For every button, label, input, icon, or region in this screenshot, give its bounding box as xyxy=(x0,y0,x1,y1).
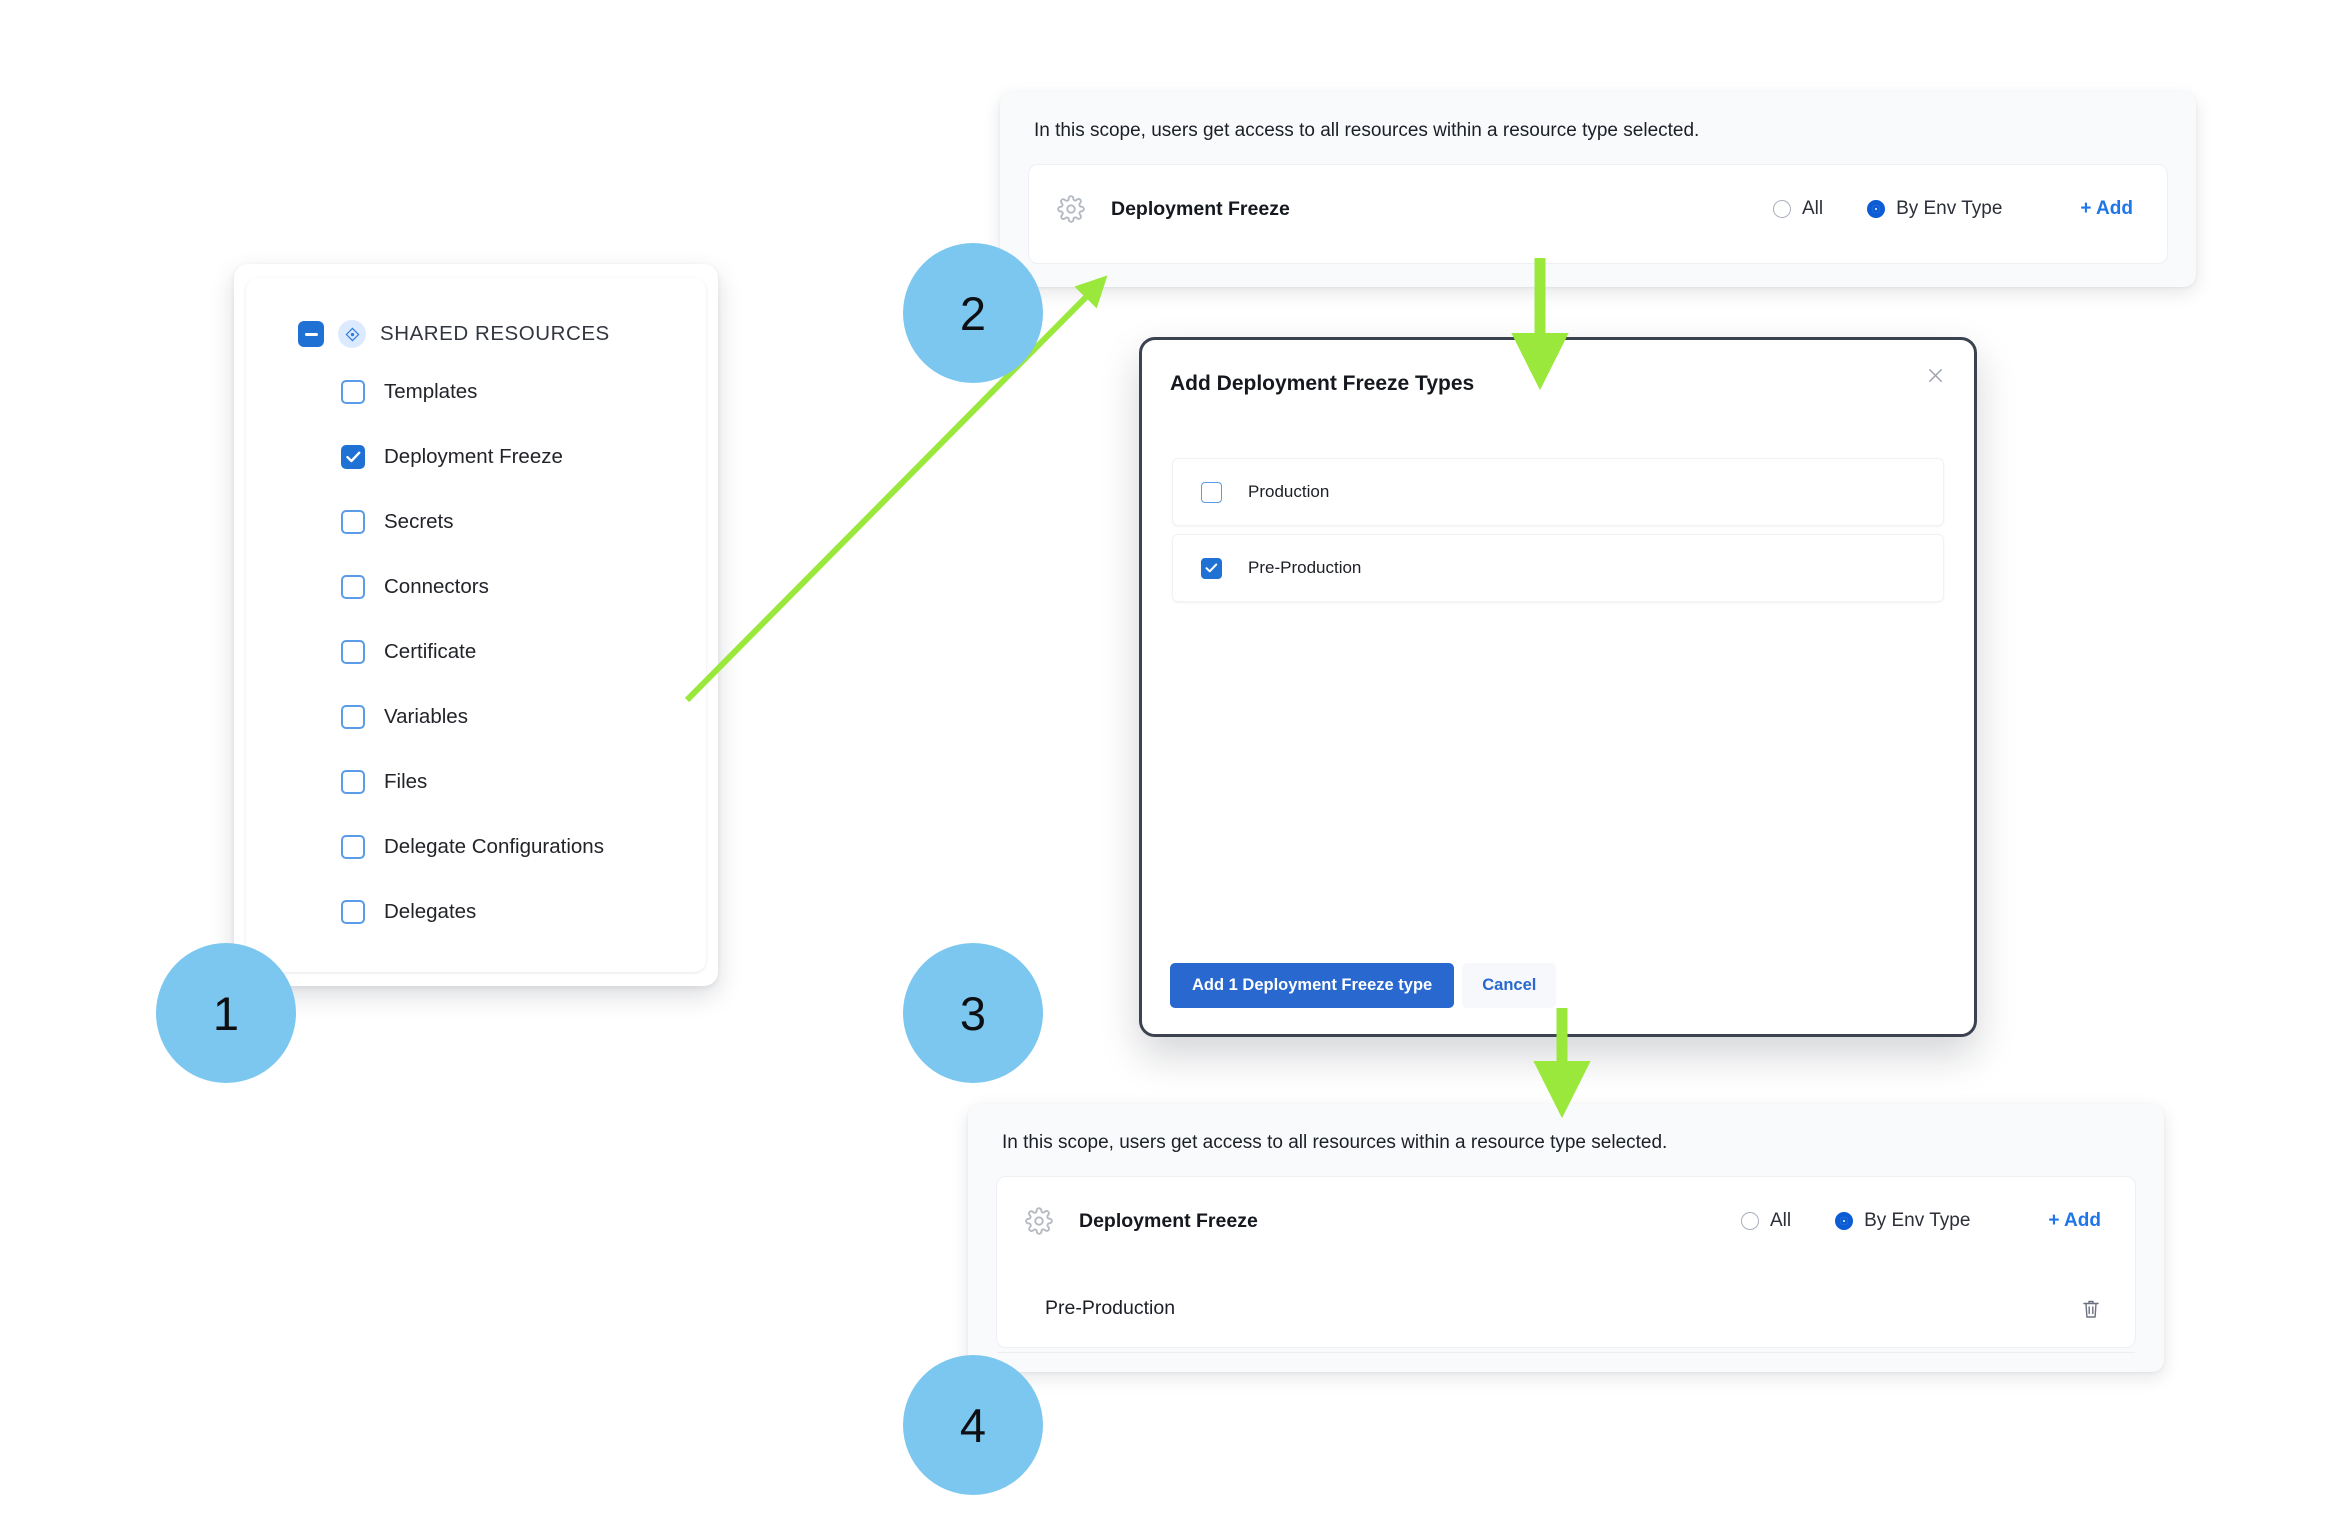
scope-panel-after: In this scope, users get access to all r… xyxy=(968,1104,2164,1372)
add-button[interactable]: + Add xyxy=(2048,1210,2101,1231)
checkbox-certificate[interactable] xyxy=(341,639,365,664)
radio-option-label: All xyxy=(1801,198,1824,219)
radio-by-env-type-icon[interactable] xyxy=(1867,200,1886,218)
list-item[interactable]: Production xyxy=(1172,458,1944,526)
selected-env-label: Pre-Production xyxy=(1045,1297,1176,1319)
checkbox-delegates[interactable] xyxy=(341,899,365,924)
checkbox-delegate-configurations[interactable] xyxy=(341,834,365,859)
radio-option-label: All xyxy=(1769,1210,1792,1231)
radio-option-label: By Env Type xyxy=(1896,198,2003,219)
radio-option-all[interactable]: All xyxy=(1740,1210,1792,1232)
radio-option-all[interactable]: All xyxy=(1772,198,1824,220)
step-badge-1: 1 xyxy=(156,943,296,1083)
list-item[interactable]: Pre-Production xyxy=(1172,534,1944,602)
selected-env-row: Pre-Production xyxy=(997,1265,2135,1353)
resource-type-card: Deployment Freeze All By Env Type + Add … xyxy=(996,1176,2136,1353)
shared-resources-panel: SHARED RESOURCES Templates Deployment Fr… xyxy=(234,264,718,986)
scope-description: In this scope, users get access to all r… xyxy=(1002,1132,1668,1153)
shared-resources-header[interactable]: SHARED RESOURCES xyxy=(246,278,706,348)
list-item[interactable]: Secrets xyxy=(246,500,706,543)
list-item[interactable]: Deployment Freeze xyxy=(246,435,706,478)
checkbox-secrets[interactable] xyxy=(341,509,365,534)
radio-by-env-type-icon[interactable] xyxy=(1835,1212,1854,1230)
list-item-label: Delegates xyxy=(384,899,477,923)
resource-diamond-icon xyxy=(338,320,366,348)
list-item-label: Connectors xyxy=(384,574,489,598)
resource-checkbox-list: Templates Deployment Freeze Secrets Conn… xyxy=(246,348,706,933)
scope-radio-group: All By Env Type xyxy=(1772,198,2002,220)
list-item-label: Variables xyxy=(384,704,468,728)
step-badge-2: 2 xyxy=(903,243,1043,383)
radio-option-label: By Env Type xyxy=(1864,1210,1971,1231)
add-deployment-freeze-type-button[interactable]: Add 1 Deployment Freeze type xyxy=(1170,963,1455,1008)
shared-resources-card: SHARED RESOURCES Templates Deployment Fr… xyxy=(246,278,706,972)
list-item[interactable]: Variables xyxy=(246,695,706,738)
list-item-label: Production xyxy=(1248,482,1330,501)
scope-panel-before: In this scope, users get access to all r… xyxy=(1000,92,2196,287)
checkbox-deployment-freeze[interactable] xyxy=(341,444,365,469)
scope-radio-group: All By Env Type xyxy=(1740,1210,1970,1232)
resource-type-name: Deployment Freeze xyxy=(1079,1209,1258,1232)
list-item[interactable]: Templates xyxy=(246,370,706,413)
list-item-label: Delegate Configurations xyxy=(384,834,604,858)
checkbox-connectors[interactable] xyxy=(341,574,365,599)
list-item-label: Deployment Freeze xyxy=(384,444,563,468)
gear-icon xyxy=(1025,1207,1065,1235)
radio-all-icon[interactable] xyxy=(1772,200,1791,218)
list-item[interactable]: Certificate xyxy=(246,630,706,673)
trash-icon[interactable] xyxy=(2081,1298,2101,1320)
list-item[interactable]: Files xyxy=(246,760,706,803)
list-item-label: Files xyxy=(384,769,428,793)
checkbox-pre-production[interactable] xyxy=(1201,557,1222,579)
shared-resources-title: SHARED RESOURCES xyxy=(380,322,610,345)
list-item[interactable]: Connectors xyxy=(246,565,706,608)
shared-resources-checkbox[interactable] xyxy=(298,321,324,347)
resource-type-name: Deployment Freeze xyxy=(1111,197,1290,220)
scope-description: In this scope, users get access to all r… xyxy=(1034,120,1700,141)
list-item[interactable]: Delegates xyxy=(246,890,706,933)
checkbox-templates[interactable] xyxy=(341,379,365,404)
modal-footer: Add 1 Deployment Freeze type Cancel xyxy=(1170,963,1557,1008)
list-item-label: Secrets xyxy=(384,509,454,533)
add-button[interactable]: + Add xyxy=(2080,198,2133,219)
radio-all-icon[interactable] xyxy=(1740,1212,1759,1230)
radio-option-by-env-type[interactable]: By Env Type xyxy=(1835,1210,1970,1232)
resource-type-row: Deployment Freeze All By Env Type + Add xyxy=(1029,165,2167,253)
checkbox-files[interactable] xyxy=(341,769,365,794)
list-item-label: Pre-Production xyxy=(1248,558,1362,577)
env-type-option-list: Production Pre-Production xyxy=(1172,458,1944,610)
close-icon[interactable] xyxy=(1918,358,1952,392)
resource-type-card: Deployment Freeze All By Env Type + Add xyxy=(1028,164,2168,264)
step-badge-3: 3 xyxy=(903,943,1043,1083)
checkbox-variables[interactable] xyxy=(341,704,365,729)
modal-title: Add Deployment Freeze Types xyxy=(1170,372,1475,395)
gear-icon xyxy=(1057,195,1097,223)
add-deployment-freeze-types-modal: Add Deployment Freeze Types Production P… xyxy=(1139,337,1977,1037)
cancel-button[interactable]: Cancel xyxy=(1462,963,1557,1008)
list-item-label: Certificate xyxy=(384,639,477,663)
arrow-1-to-2 xyxy=(684,275,1108,703)
list-item-label: Templates xyxy=(384,379,478,403)
checkbox-production[interactable] xyxy=(1201,481,1222,503)
radio-option-by-env-type[interactable]: By Env Type xyxy=(1867,198,2002,220)
resource-type-row: Deployment Freeze All By Env Type + Add xyxy=(997,1177,2135,1265)
step-badge-4: 4 xyxy=(903,1355,1043,1495)
list-item[interactable]: Delegate Configurations xyxy=(246,825,706,868)
